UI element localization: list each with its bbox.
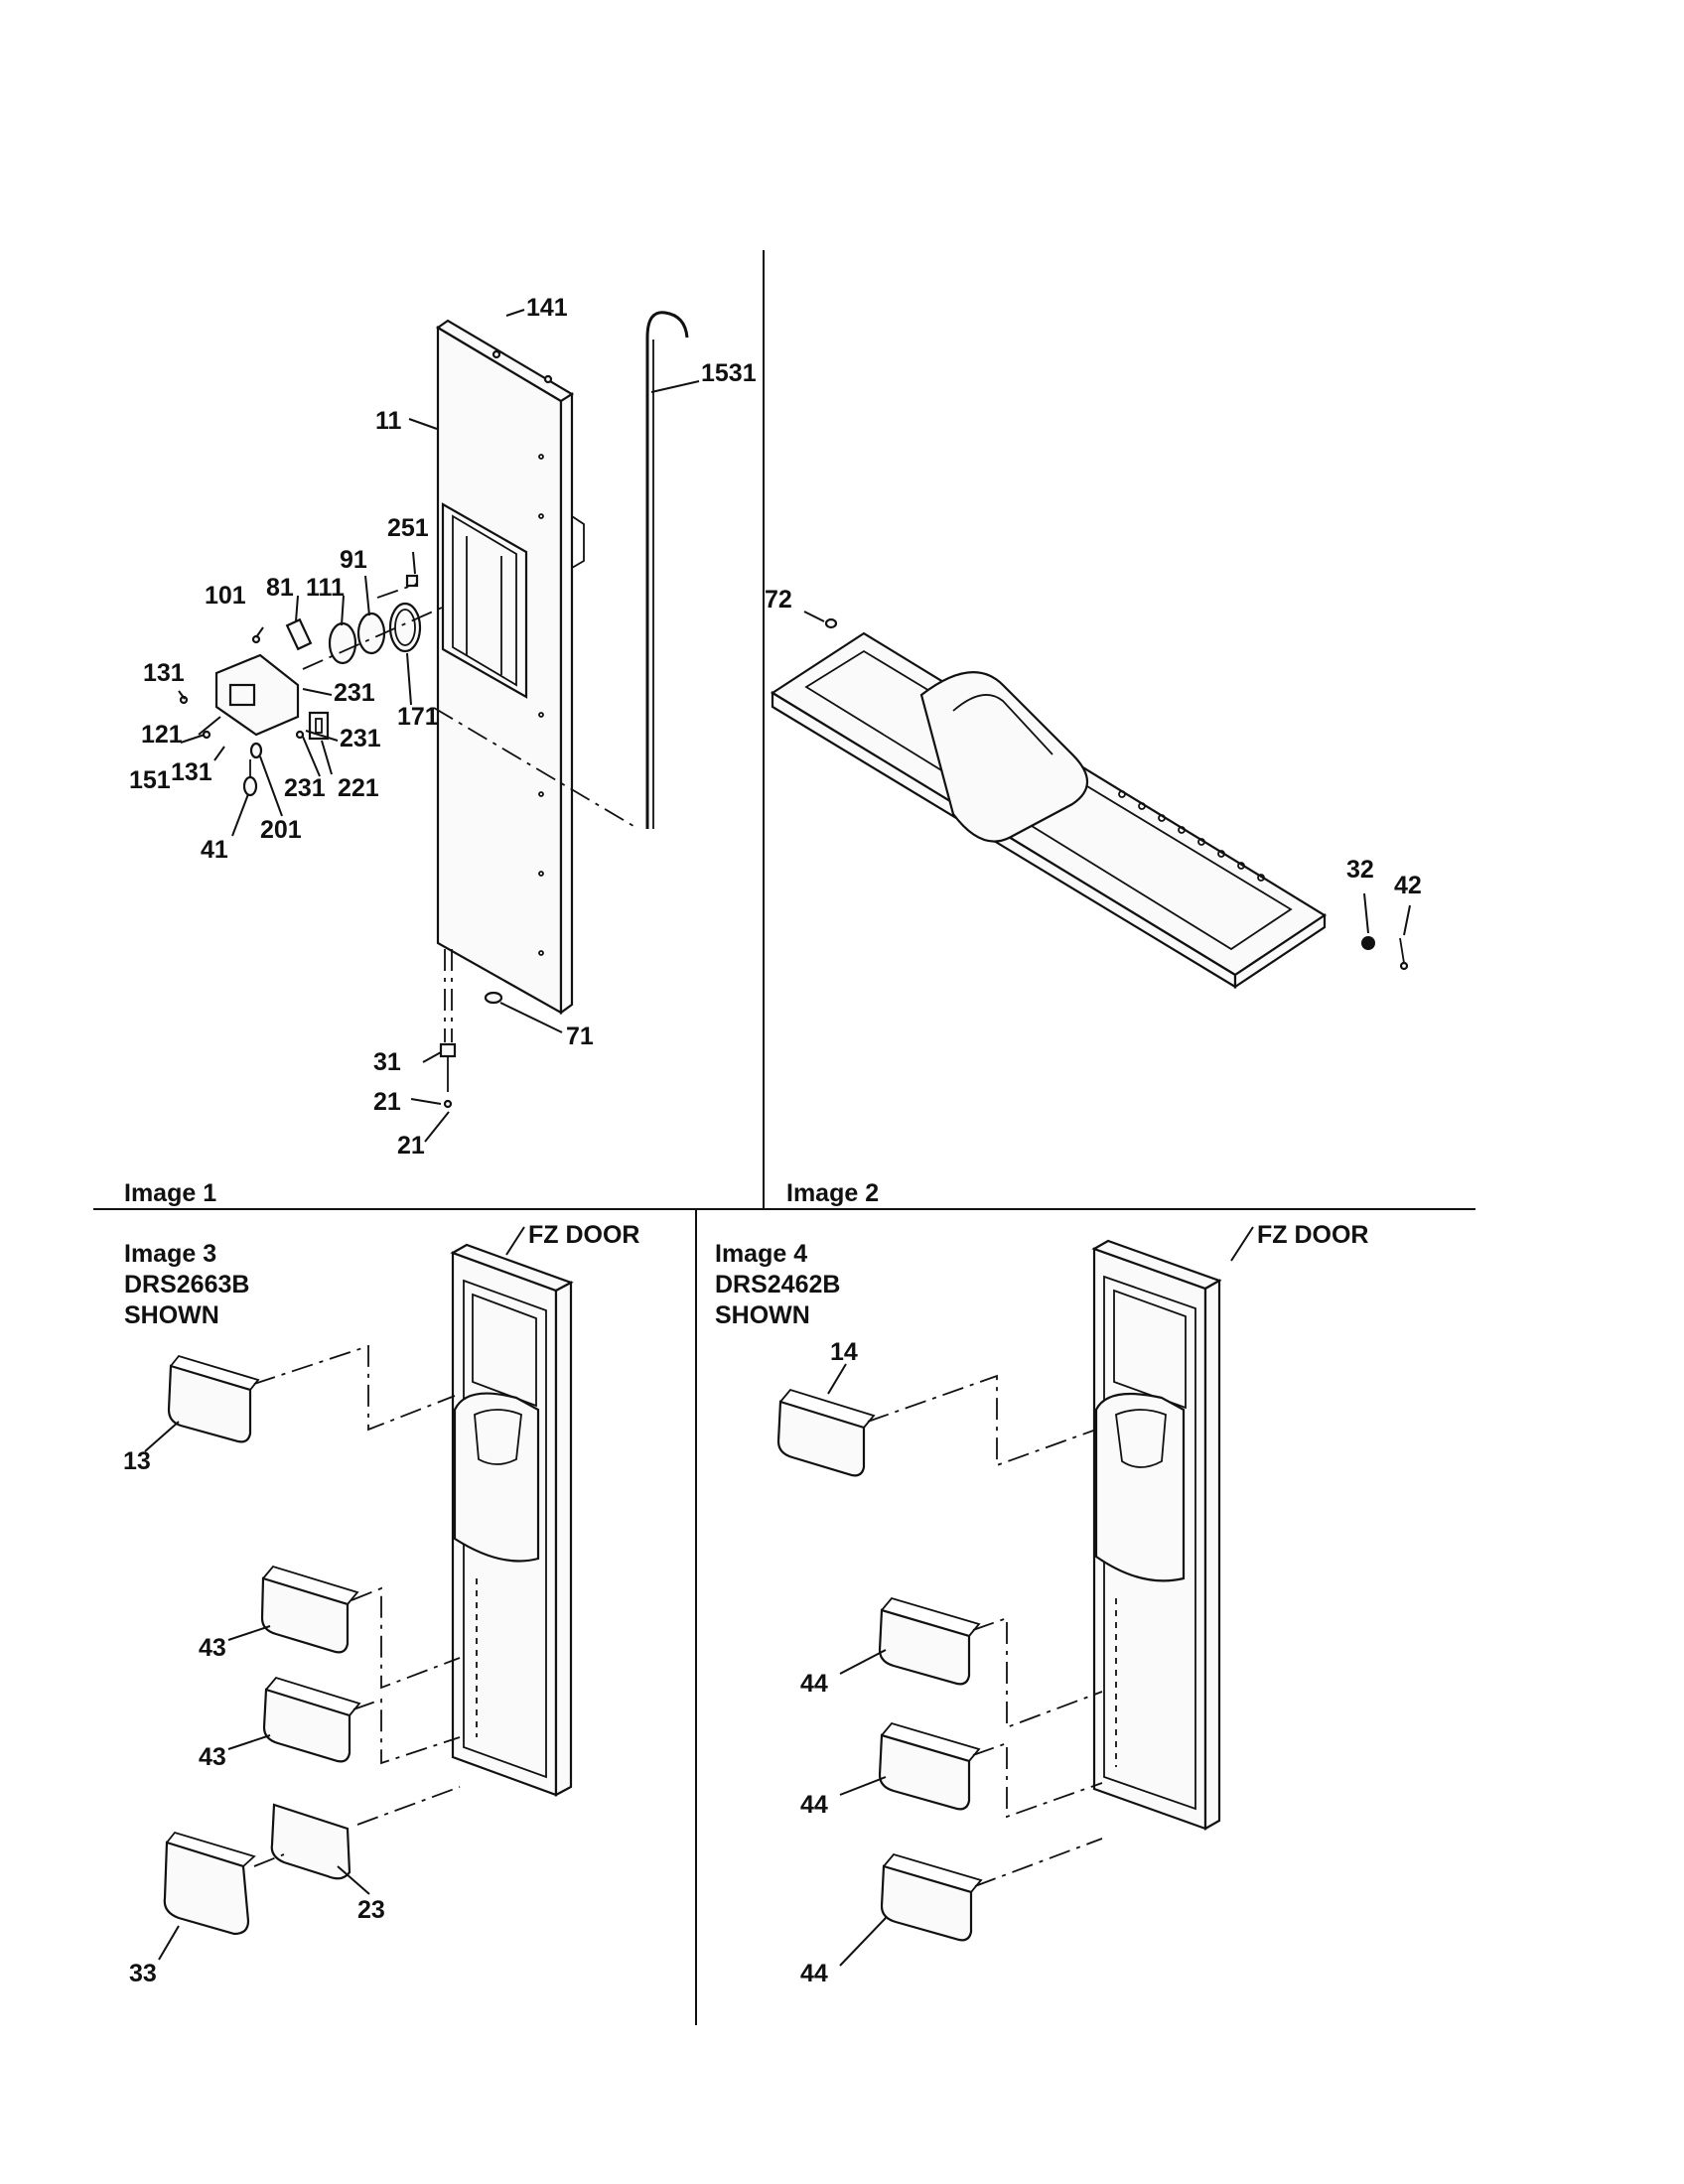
callout-label: 44 (800, 1791, 828, 1819)
callout-label: 43 (199, 1743, 226, 1771)
callout-label: 111 (306, 574, 345, 602)
image3-dashed-leaders (253, 1344, 461, 1867)
image2-callouts: 72 32 42 (765, 586, 1422, 899)
callout-label: 231 (340, 725, 381, 752)
callout-label: 21 (373, 1088, 401, 1116)
image4-door-label: FZ DOOR (1257, 1221, 1369, 1249)
callout-label: 121 (141, 721, 183, 749)
image1-dashed-leaders (302, 583, 639, 1042)
callout-label: 13 (123, 1447, 151, 1475)
callout-label: 151 (129, 766, 171, 794)
callout-label: 141 (526, 294, 568, 322)
callout-label: 32 (1346, 856, 1374, 884)
image4-title: Image 4 (715, 1240, 807, 1268)
callout-label: 11 (375, 407, 402, 435)
image3-shown: SHOWN (124, 1301, 219, 1329)
image3-model: DRS2663B (124, 1271, 249, 1298)
image4-freezer-door (1091, 1239, 1222, 1831)
callout-label: 81 (266, 574, 294, 602)
image3-freezer-door (450, 1243, 574, 1797)
callout-label: 221 (338, 774, 379, 802)
callout-label: 72 (765, 586, 792, 614)
callout-label: 131 (143, 659, 185, 687)
callout-label: 21 (397, 1132, 425, 1160)
callout-label: 251 (387, 514, 429, 542)
callout-label: 201 (260, 816, 302, 844)
image3-title: Image 3 (124, 1240, 216, 1268)
callout-label: 101 (205, 582, 246, 610)
image1-dispenser-components (179, 574, 457, 1109)
image4-dashed-leaders (867, 1374, 1103, 1887)
callout-label: 31 (373, 1048, 401, 1076)
callout-label: 171 (397, 703, 439, 731)
callout-label: 33 (129, 1960, 157, 1987)
callout-label: 14 (830, 1338, 858, 1366)
callout-label: 71 (566, 1023, 594, 1050)
image4-shown: SHOWN (715, 1301, 810, 1329)
callout-label: 42 (1394, 872, 1422, 899)
callout-label: 23 (357, 1896, 385, 1924)
callout-label: 91 (340, 546, 367, 574)
image3-callouts: 13 43 43 23 33 (123, 1447, 385, 1987)
image1-title: Image 1 (124, 1179, 216, 1207)
callout-leaders (144, 309, 1411, 1967)
image4-callouts: 14 44 44 44 (800, 1338, 858, 1987)
callout-label: 44 (800, 1670, 828, 1698)
image1-tubing-1531 (645, 311, 689, 829)
image1-door-panel (435, 319, 585, 1016)
callout-label: 231 (284, 774, 326, 802)
image2-title: Image 2 (786, 1179, 879, 1207)
image4-model: DRS2462B (715, 1271, 840, 1298)
image3-door-label: FZ DOOR (528, 1221, 640, 1249)
callout-label: 44 (800, 1960, 828, 1987)
image1-callouts: 141 11 1531 251 91 111 81 101 131 231 12… (129, 294, 757, 1160)
image4-bins (776, 1388, 983, 1942)
image3-bins (163, 1354, 361, 1936)
image2-dispenser-tray (770, 617, 1409, 990)
callout-label: 231 (334, 679, 375, 707)
callout-label: 43 (199, 1634, 226, 1662)
callout-label: 1531 (701, 359, 757, 387)
callout-label: 131 (171, 758, 212, 786)
callout-label: 41 (201, 836, 228, 864)
